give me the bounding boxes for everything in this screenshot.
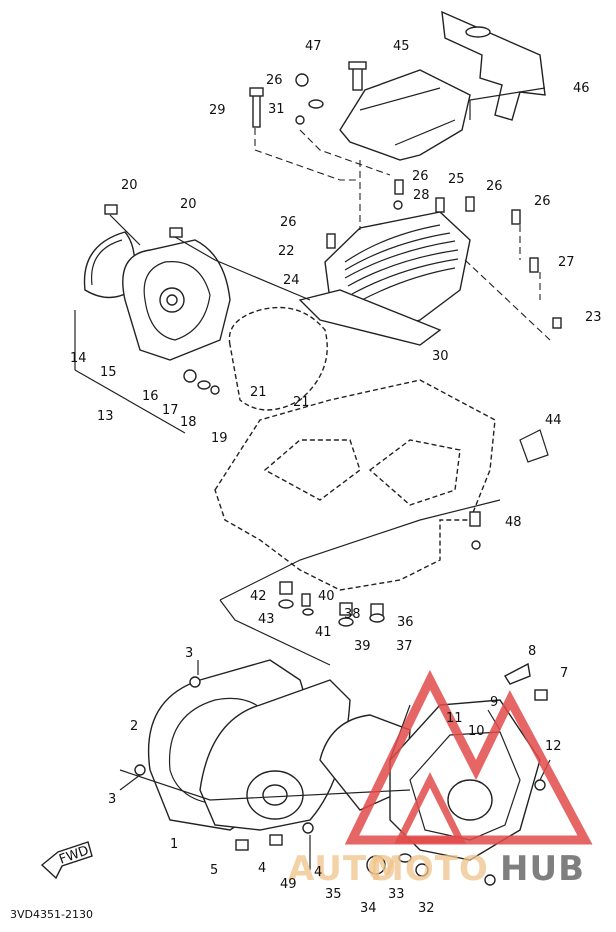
callout: 20 (121, 178, 138, 193)
callout: 15 (100, 365, 117, 380)
callout: 35 (325, 887, 342, 902)
callout: 19 (211, 431, 228, 446)
callout: 22 (278, 244, 295, 259)
callout: 31 (268, 102, 285, 117)
callout: 11 (446, 711, 463, 726)
callout: 2 (130, 719, 138, 734)
crankcase-cover-1 (199, 679, 351, 831)
callout: 4 (314, 865, 322, 880)
callout: 34 (360, 901, 377, 916)
bracket-plate (441, 10, 546, 121)
callout: 32 (418, 901, 435, 916)
callout: 30 (432, 349, 449, 364)
callout: 7 (560, 666, 568, 681)
callout: 14 (70, 351, 87, 366)
callout: 27 (558, 255, 575, 270)
callout: 3 (185, 646, 193, 661)
callout: 26 (266, 73, 283, 88)
callout: 3 (108, 792, 116, 807)
callout: 49 (280, 877, 297, 892)
crankcase-cover-left-group (74, 204, 328, 434)
callout: 8 (528, 644, 536, 659)
callout: 38 (344, 607, 361, 622)
callout: 28 (413, 188, 430, 203)
callout: 13 (97, 409, 114, 424)
callout: 47 (305, 39, 322, 54)
callout: 26 (280, 215, 297, 230)
small-parts-group (278, 581, 385, 627)
top-cover (339, 69, 471, 161)
callout: 40 (318, 589, 335, 604)
watermark-logo: AUTO MOTO HUB (288, 669, 593, 889)
callout: 9 (490, 695, 498, 710)
bottom-covers-group (119, 659, 551, 886)
callout: 39 (354, 639, 371, 654)
callout: 21 (293, 395, 310, 410)
callout: 25 (448, 172, 465, 187)
callout: 17 (162, 403, 179, 418)
watermark-right: HUB (500, 849, 585, 889)
watermark-left: AUTO (288, 849, 397, 889)
drawing-code: 3VD4351-2130 (10, 908, 93, 921)
callout: 18 (180, 415, 197, 430)
fwd-arrow: FWD (40, 841, 93, 880)
watermark-middle: MOTO (370, 849, 489, 889)
callout: 5 (210, 863, 218, 878)
callout: 4 (258, 861, 266, 876)
callout: 23 (585, 310, 602, 325)
callout: 46 (573, 81, 590, 96)
callout: 20 (180, 197, 197, 212)
callout: 33 (388, 887, 405, 902)
callout: 48 (505, 515, 522, 530)
callout: 44 (545, 413, 562, 428)
callout: 36 (397, 615, 414, 630)
callout: 24 (283, 273, 300, 288)
callout: 45 (393, 39, 410, 54)
callout: 26 (534, 194, 551, 209)
callout: 1 (170, 837, 178, 852)
callout: 26 (486, 179, 503, 194)
callout-labels: 1 2 3 3 4 4 5 7 8 9 10 11 12 13 14 15 16… (70, 39, 602, 916)
callout: 26 (412, 169, 429, 184)
callout: 43 (258, 612, 275, 627)
callout: 29 (209, 103, 226, 118)
callout: 37 (396, 639, 413, 654)
callout: 41 (315, 625, 332, 640)
crankcase-outline (214, 379, 549, 666)
head-cover-group (249, 10, 562, 346)
callout: 16 (142, 389, 159, 404)
callout: 21 (250, 385, 267, 400)
callout: 12 (545, 739, 562, 754)
callout: 10 (468, 724, 485, 739)
fwd-label: FWD (57, 843, 91, 867)
callout: 42 (250, 589, 267, 604)
